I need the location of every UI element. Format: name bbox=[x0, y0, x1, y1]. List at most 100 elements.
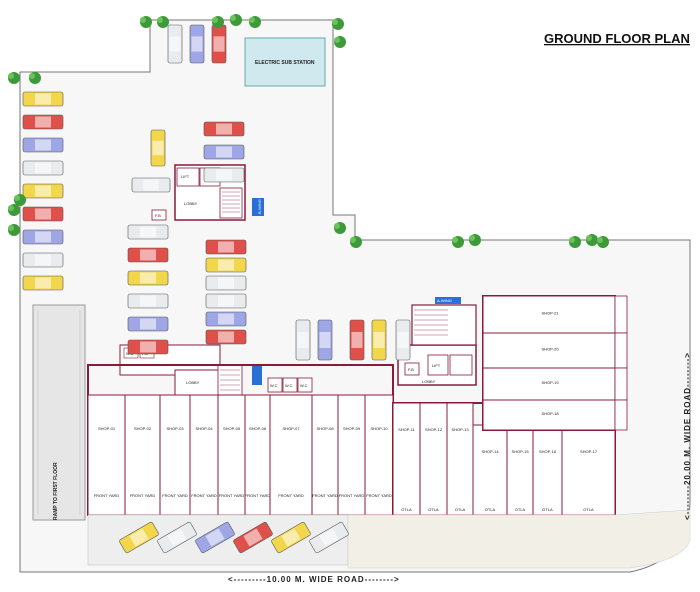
shop-label: SHOP-05 bbox=[223, 426, 241, 431]
bottom-road-label: <---------10.00 M. WIDE ROAD--------> bbox=[228, 575, 400, 584]
shop-cell bbox=[419, 402, 448, 516]
a-wing-label: A-WING bbox=[437, 298, 452, 303]
tree-icon bbox=[452, 236, 464, 248]
front-yard-label: FRONT YARD bbox=[278, 493, 304, 498]
parked-car bbox=[119, 521, 159, 554]
tree-icon bbox=[586, 234, 598, 246]
parked-car bbox=[195, 521, 235, 554]
otla-label: OTLA bbox=[542, 507, 553, 512]
tree-icon bbox=[8, 224, 20, 236]
shop-cell bbox=[532, 424, 563, 516]
parked-car bbox=[205, 329, 247, 345]
tree-icon bbox=[8, 204, 20, 216]
shops-mid-row: SHOP-11OTLASHOP-12OTLASHOP-13OTLASHOP-14… bbox=[392, 402, 616, 516]
parked-car bbox=[395, 319, 411, 361]
parked-car bbox=[127, 224, 169, 240]
shop-label: SHOP-06 bbox=[249, 426, 267, 431]
tree-icon bbox=[230, 14, 242, 26]
parking-area bbox=[22, 24, 411, 554]
tree-icon bbox=[597, 236, 609, 248]
parked-car bbox=[371, 319, 387, 361]
parked-car bbox=[22, 137, 64, 153]
shop-label: SHOP-12 bbox=[425, 427, 443, 432]
lobby-label-b: LOBBY bbox=[184, 201, 198, 206]
shop-label: SHOP-04 bbox=[195, 426, 213, 431]
shop-label: SHOP-11 bbox=[398, 427, 416, 432]
front-yard-label: FRONT YARD bbox=[339, 493, 365, 498]
electric-sub-station-label: ELECTRIC SUB STATION bbox=[255, 60, 315, 66]
parked-car bbox=[22, 114, 64, 130]
tree-icon bbox=[14, 194, 26, 206]
parked-car bbox=[271, 521, 311, 554]
otla-label: OTLA bbox=[401, 507, 412, 512]
tree-icon bbox=[140, 16, 152, 28]
lift-label-b: LIFT bbox=[181, 174, 190, 179]
parked-car bbox=[349, 319, 365, 361]
parked-car bbox=[203, 167, 245, 183]
shop-cell bbox=[482, 399, 616, 431]
parked-car bbox=[205, 239, 247, 255]
tree-icon bbox=[157, 16, 169, 28]
front-yard-label: FRONT YARD bbox=[245, 493, 271, 498]
parked-car bbox=[205, 275, 247, 291]
parked-car bbox=[205, 311, 247, 327]
tree-icon bbox=[29, 72, 41, 84]
otla-cell bbox=[614, 399, 628, 431]
tree-icon bbox=[249, 16, 261, 28]
front-yard-label: FRONT YARD bbox=[94, 493, 120, 498]
parked-car bbox=[167, 24, 183, 64]
tree-icon bbox=[469, 234, 481, 246]
front-yard-label: FRONT YARD bbox=[366, 493, 392, 498]
shop-label: SHOP-08 bbox=[316, 426, 334, 431]
shop-cell bbox=[482, 367, 616, 401]
parked-car bbox=[127, 316, 169, 332]
plan-title: GROUND FLOOR PLAN bbox=[544, 31, 690, 46]
electric-sub-station bbox=[244, 37, 326, 87]
wc-label-4: W.C bbox=[300, 383, 308, 388]
shop-label: SHOP-07 bbox=[282, 426, 300, 431]
fb-label-b: F.B bbox=[155, 213, 161, 218]
shop-label: SHOP-01 bbox=[98, 426, 116, 431]
otla-label: OTLA bbox=[428, 507, 439, 512]
tree-icon bbox=[569, 236, 581, 248]
lobby-label-a: LOBBY bbox=[422, 379, 436, 384]
wc-block: W.C W.C W.C bbox=[267, 377, 313, 393]
otla-label: OTLA bbox=[485, 507, 496, 512]
parked-car bbox=[127, 247, 169, 263]
parked-car bbox=[22, 160, 64, 176]
tree-icon bbox=[350, 236, 362, 248]
lift-label-a: LIFT bbox=[432, 363, 441, 368]
parked-car bbox=[127, 293, 169, 309]
parked-car bbox=[22, 91, 64, 107]
tree-icon bbox=[334, 222, 346, 234]
parked-car bbox=[157, 521, 197, 554]
tree-icon bbox=[334, 36, 346, 48]
right-road-label: <--------20.00 M. WIDE ROAD--------> bbox=[683, 352, 692, 520]
lobby-label-c: LOBBY bbox=[186, 380, 200, 385]
parked-car bbox=[22, 229, 64, 245]
shop-cell bbox=[561, 424, 616, 516]
front-yard-label: FRONT YARD bbox=[219, 493, 245, 498]
shop-cell bbox=[244, 394, 271, 516]
shop-label: SHOP-09 bbox=[343, 426, 361, 431]
parked-car bbox=[205, 293, 247, 309]
shop-label: SHOP-18 bbox=[541, 411, 559, 416]
shop-label: SHOP-03 bbox=[166, 426, 184, 431]
b-wing-label: B-WING bbox=[257, 199, 262, 214]
shop-label: SHOP-02 bbox=[134, 426, 152, 431]
lower-lobby: W.C F.B LOBBY W.C W.C W.C bbox=[119, 344, 313, 398]
shop-label: SHOP-15 bbox=[511, 449, 529, 454]
shop-cell bbox=[472, 424, 508, 516]
ramp-label: RAMP TO FIRST FLOOR bbox=[53, 462, 59, 520]
shop-cell bbox=[482, 332, 616, 369]
wc-label-3: W.C bbox=[285, 383, 293, 388]
otla-cell bbox=[614, 332, 628, 369]
parked-car bbox=[189, 24, 205, 64]
a-wing-core: LIFT LOBBY F.B A-WING bbox=[397, 297, 477, 386]
parked-car bbox=[309, 521, 349, 554]
shop-cell bbox=[506, 424, 534, 516]
otla-label: OTLA bbox=[515, 507, 526, 512]
front-yard-label: FRONT YARD bbox=[191, 493, 217, 498]
